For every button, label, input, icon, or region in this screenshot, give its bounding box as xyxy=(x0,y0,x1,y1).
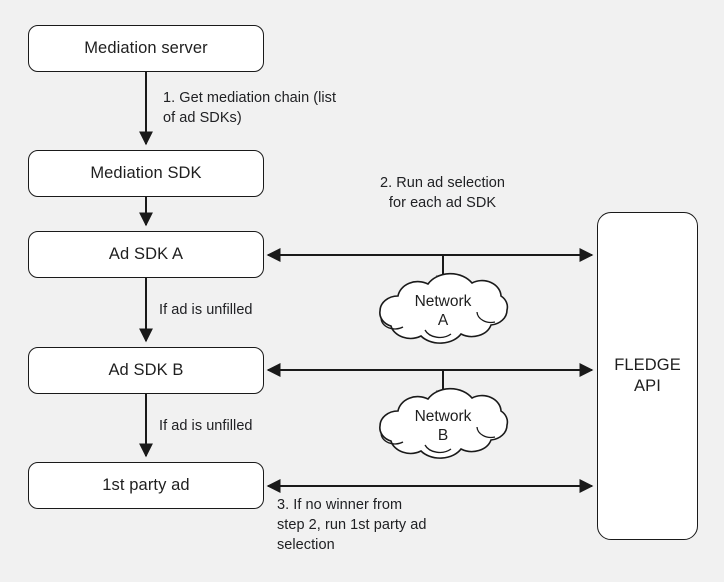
node-mediation-sdk-label: Mediation SDK xyxy=(90,164,202,183)
node-first-party-ad-label: 1st party ad xyxy=(102,476,190,495)
node-mediation-sdk[interactable]: Mediation SDK xyxy=(28,150,264,197)
node-mediation-server[interactable]: Mediation server xyxy=(28,25,264,72)
network-b-cloud-detail xyxy=(380,426,496,454)
edge-label-step-3: 3. If no winner from step 2, run 1st par… xyxy=(277,497,427,553)
node-ad-sdk-b[interactable]: Ad SDK B xyxy=(28,347,264,394)
node-fledge-api-label: FLEDGE API xyxy=(614,356,681,395)
node-ad-sdk-b-label: Ad SDK B xyxy=(108,361,184,380)
edge-label-unfilled-b: If ad is unfilled xyxy=(159,418,253,434)
node-fledge-api[interactable]: FLEDGE API xyxy=(597,212,698,540)
edge-label-step-2: 2. Run ad selection for each ad SDK xyxy=(379,175,506,211)
edge-label-step-1: 1. Get mediation chain (list of ad SDKs) xyxy=(163,90,337,126)
network-b-cloud-shape xyxy=(379,387,509,459)
node-ad-sdk-a[interactable]: Ad SDK A xyxy=(28,231,264,278)
node-ad-sdk-a-label: Ad SDK A xyxy=(108,245,184,264)
node-first-party-ad[interactable]: 1st party ad xyxy=(28,462,264,509)
node-mediation-server-label: Mediation server xyxy=(84,39,208,58)
network-a-cloud-detail xyxy=(380,311,496,339)
edge-label-unfilled-a: If ad is unfilled xyxy=(159,302,253,318)
network-a-cloud-shape xyxy=(379,272,509,344)
